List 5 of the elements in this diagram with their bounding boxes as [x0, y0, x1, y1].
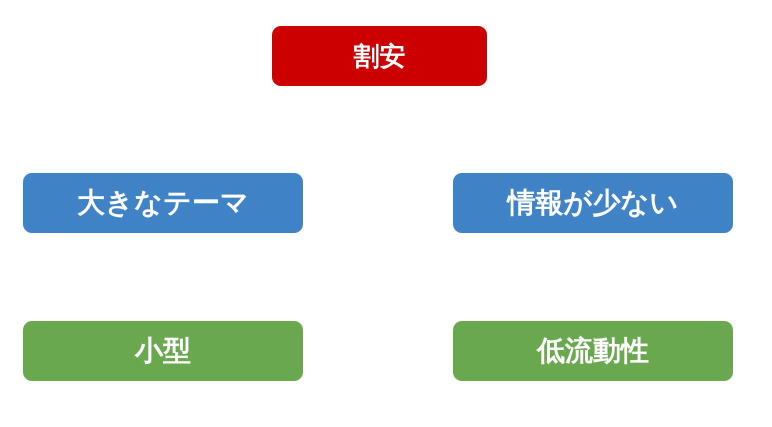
- label-box: 低流動性: [453, 321, 733, 381]
- label-box: 割安: [272, 26, 487, 86]
- label-box: 情報が少ない: [453, 173, 733, 233]
- label-box: 小型: [23, 321, 303, 381]
- label-box: 大きなテーマ: [23, 173, 303, 233]
